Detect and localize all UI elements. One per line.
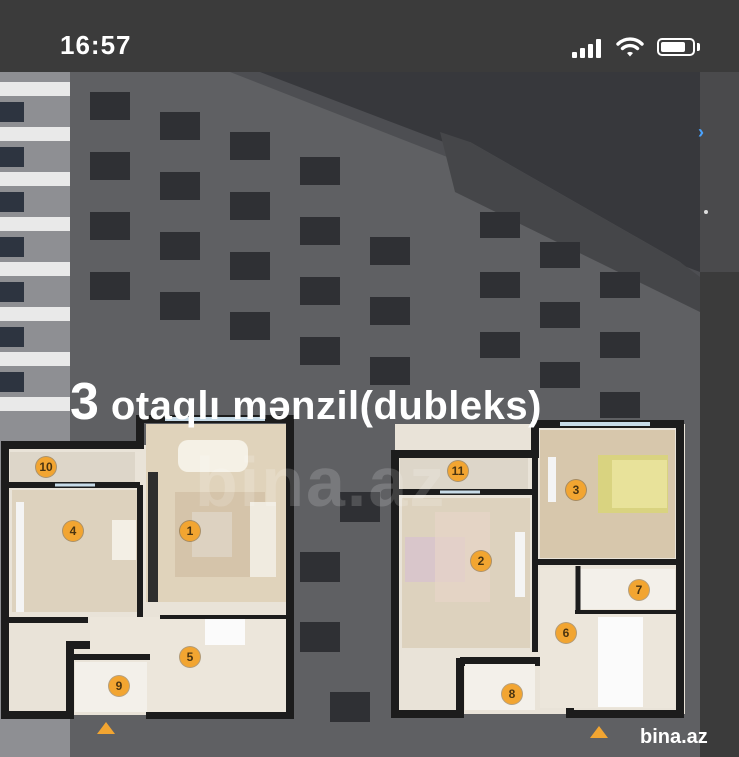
edge-dot bbox=[704, 210, 708, 214]
room-label-11: 11 bbox=[448, 461, 468, 481]
watermark-corner: bina.az bbox=[640, 726, 708, 748]
battery-cap bbox=[697, 43, 700, 51]
watermark-center: bina.az bbox=[195, 443, 447, 521]
room-label-3: 3 bbox=[566, 480, 586, 500]
battery-icon bbox=[657, 38, 695, 56]
headline-text: otaqlı mənzil(dubleks) bbox=[110, 384, 542, 428]
room-label-5: 5 bbox=[180, 647, 200, 667]
status-time: 16:57 bbox=[60, 30, 132, 60]
page-edge-strip bbox=[700, 72, 739, 757]
battery-level bbox=[661, 42, 685, 52]
room-label-10: 10 bbox=[36, 457, 56, 477]
page-edge-panel bbox=[700, 72, 739, 272]
wifi-icon bbox=[616, 37, 644, 57]
room-label-6: 6 bbox=[556, 623, 576, 643]
room-label-4: 4 bbox=[63, 521, 83, 541]
headline-room-count: 3 bbox=[70, 373, 99, 431]
entrance-arrow-icon bbox=[97, 722, 115, 734]
room-label-2: 2 bbox=[471, 551, 491, 571]
cellular-signal-icon bbox=[572, 38, 606, 58]
room-label-9: 9 bbox=[109, 676, 129, 696]
room-label-1: 1 bbox=[180, 521, 200, 541]
stair-arrow-icon bbox=[590, 726, 608, 738]
status-bar: 16:57 bbox=[0, 0, 739, 72]
room-label-8: 8 bbox=[502, 684, 522, 704]
floor-plan-lower bbox=[1, 415, 294, 719]
room-label-7: 7 bbox=[629, 580, 649, 600]
edge-link-glyph[interactable]: › bbox=[698, 122, 704, 142]
